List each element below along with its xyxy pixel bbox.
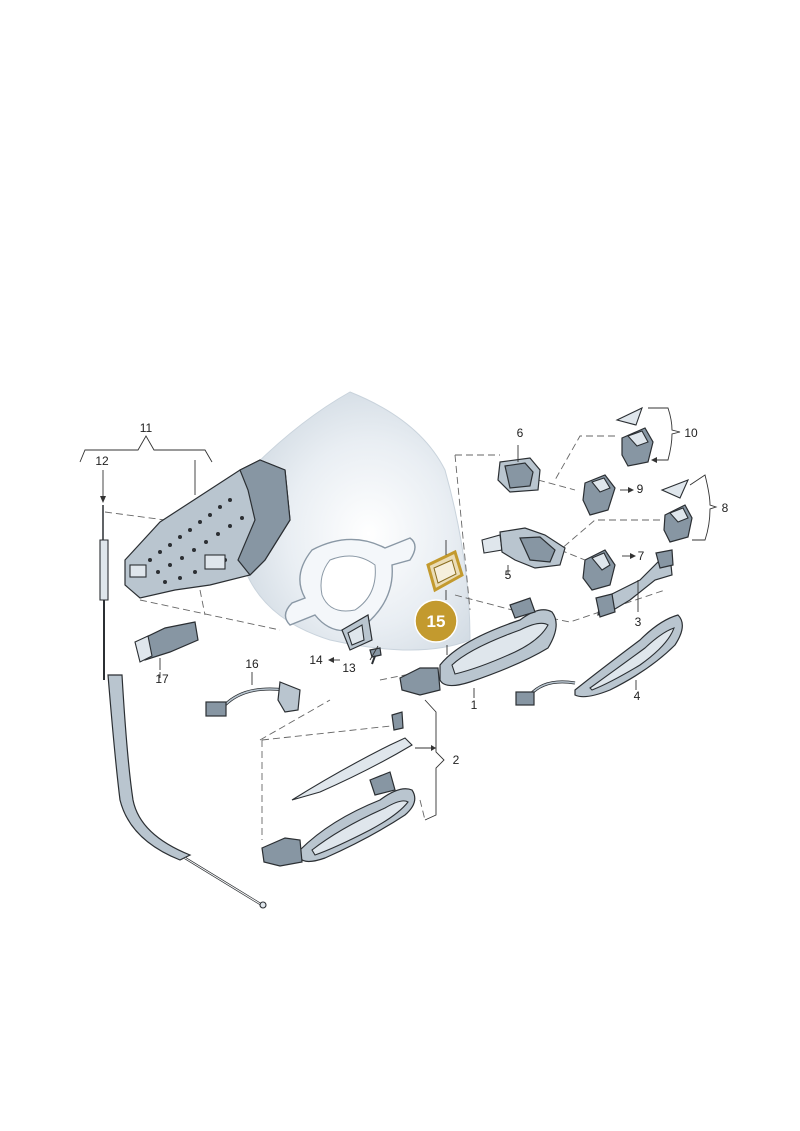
callout-6: 6	[517, 426, 524, 440]
cap-8	[660, 479, 693, 543]
gasket-15	[426, 549, 464, 593]
highlight-badge-label: 15	[427, 612, 446, 631]
handle-assembly-2	[261, 711, 416, 867]
callout-7: 7	[638, 549, 645, 563]
callout-5: 5	[505, 568, 512, 582]
wiring-harness-16	[205, 681, 301, 717]
cap-9	[582, 474, 616, 516]
callout-12: 12	[95, 454, 109, 468]
connector-17	[134, 621, 199, 670]
handle-carrier-frame	[124, 459, 291, 599]
callout-17: 17	[155, 672, 169, 686]
handle-with-sensor-4	[515, 614, 683, 706]
cap-10	[615, 406, 654, 467]
callout-4: 4	[634, 689, 641, 703]
callout-3: 3	[635, 615, 642, 629]
callout-14: 14	[309, 653, 323, 667]
highlight-badge-15[interactable]: 15	[414, 599, 458, 643]
bracket-14	[341, 614, 373, 651]
callout-11: 11	[140, 421, 153, 435]
callout-9: 9	[637, 482, 644, 496]
bowden-cable	[99, 505, 267, 909]
exterior-handle-1	[399, 597, 557, 696]
cap-7	[582, 549, 616, 591]
callout-1: 1	[471, 698, 478, 712]
callout-2: 2	[453, 753, 460, 767]
lock-housing-6	[497, 457, 541, 493]
callout-16: 16	[245, 657, 259, 671]
callout-labels: 11 12 6 10 9 8 7 5 3 16 14 13 17 4 1 2	[95, 421, 728, 767]
callout-13: 13	[342, 661, 356, 675]
lock-cylinder-5	[481, 527, 566, 569]
callout-10: 10	[684, 426, 698, 440]
callout-8: 8	[722, 501, 729, 515]
leader-lines	[79, 407, 718, 821]
handle-bracket-3	[595, 549, 674, 618]
